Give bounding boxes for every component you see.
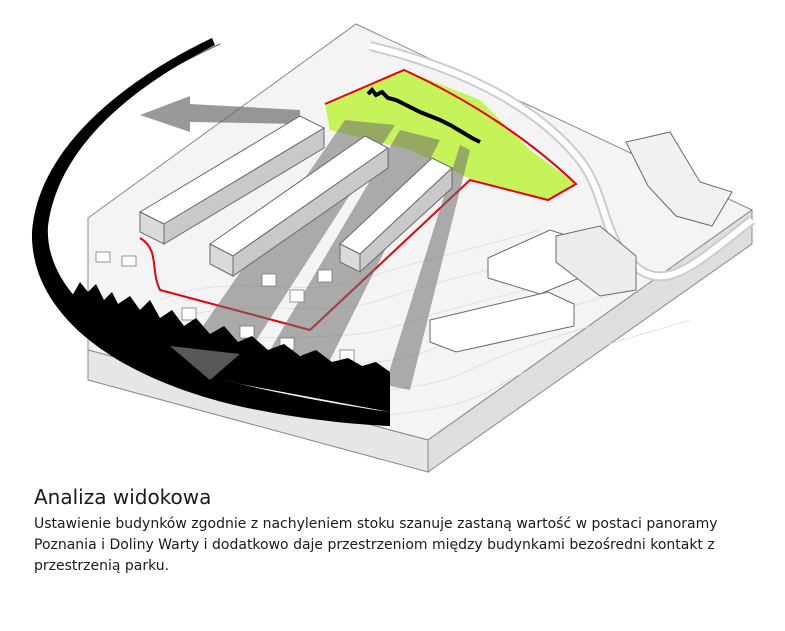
panorama-crest-line <box>366 87 481 144</box>
block-low <box>429 291 575 353</box>
road-edge <box>369 43 754 280</box>
building-2-side <box>232 147 389 277</box>
block-right <box>555 225 637 297</box>
house <box>95 251 111 263</box>
house <box>121 255 137 267</box>
house <box>239 325 255 339</box>
house <box>261 273 277 287</box>
surrounding-buildings <box>429 131 733 353</box>
caption-title: Analiza widokowa <box>34 485 212 509</box>
house <box>289 289 305 303</box>
view-arrow-back <box>140 96 300 132</box>
caption: Analiza widokowa Ustawienie budynków zgo… <box>34 484 774 577</box>
panorama-ring <box>31 38 391 426</box>
panorama-arrow-head <box>170 346 240 380</box>
view-cone-3 <box>385 145 470 390</box>
panorama-skyline-tops <box>60 282 390 412</box>
house <box>181 307 197 321</box>
site-boundary <box>139 68 578 332</box>
slab-buildings <box>138 115 453 277</box>
building-1-side <box>163 127 325 245</box>
building-3-side <box>359 166 453 274</box>
park-area <box>325 70 576 200</box>
caption-body: Ustawienie budynków zgodnie z nachylenie… <box>34 516 718 574</box>
block-curved <box>625 131 733 227</box>
view-analysis-diagram <box>31 23 756 473</box>
house <box>317 269 333 283</box>
